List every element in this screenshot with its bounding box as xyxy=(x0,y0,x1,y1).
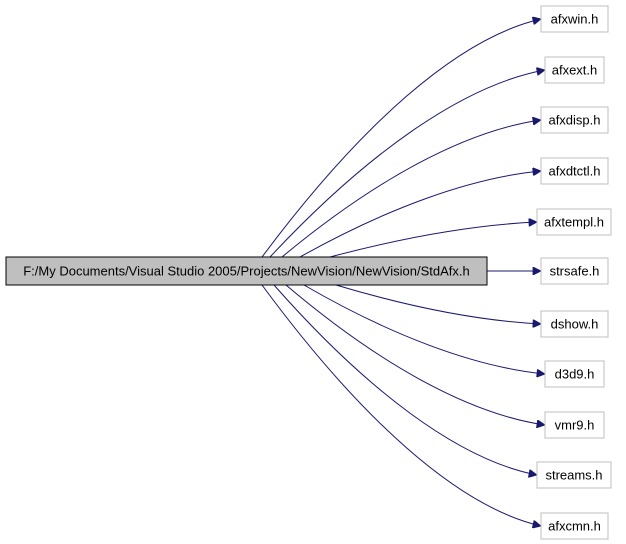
header-node-d3d9-h[interactable]: d3d9.h xyxy=(544,360,605,388)
header-node-box xyxy=(540,257,609,285)
header-node-box xyxy=(536,208,612,236)
include-edge-afxcmn-h xyxy=(261,284,541,526)
header-node-afxtempl-h[interactable]: afxtempl.h xyxy=(536,208,612,236)
header-node-label: afxdisp.h xyxy=(548,113,600,128)
source-file-node[interactable]: F:/My Documents/Visual Studio 2005/Proje… xyxy=(5,256,488,286)
include-edge-afxtempl-h xyxy=(329,222,537,258)
header-node-afxwin-h[interactable]: afxwin.h xyxy=(540,5,609,33)
header-node-dshow-h[interactable]: dshow.h xyxy=(540,310,609,338)
include-edges xyxy=(261,19,545,526)
header-node-box xyxy=(540,512,609,540)
header-node-afxcmn-h[interactable]: afxcmn.h xyxy=(540,512,609,540)
header-node-afxdisp-h[interactable]: afxdisp.h xyxy=(540,106,609,134)
header-node-box xyxy=(544,411,605,439)
header-node-box xyxy=(536,461,612,489)
header-node-box xyxy=(540,157,609,185)
header-node-streams-h[interactable]: streams.h xyxy=(536,461,612,489)
header-node-box xyxy=(544,360,605,388)
included-header-nodes: afxwin.h afxext.h afxdisp.h afxdtctl.h afxte… xyxy=(536,5,612,540)
header-node-box xyxy=(544,56,605,84)
header-node-box xyxy=(540,310,609,338)
include-edge-d3d9-h xyxy=(303,284,545,374)
header-node-label: afxdtctl.h xyxy=(548,164,600,179)
header-node-box xyxy=(540,5,609,33)
source-file-box xyxy=(5,256,488,286)
header-node-label: d3d9.h xyxy=(555,367,595,382)
header-node-label: afxtempl.h xyxy=(544,215,604,230)
source-file-label: F:/My Documents/Visual Studio 2005/Proje… xyxy=(23,264,470,279)
include-edge-dshow-h xyxy=(335,284,541,324)
header-node-afxext-h[interactable]: afxext.h xyxy=(544,56,605,84)
header-node-label: strsafe.h xyxy=(550,264,600,279)
header-node-label: streams.h xyxy=(545,468,602,483)
header-node-afxdtctl-h[interactable]: afxdtctl.h xyxy=(540,157,609,185)
include-edge-afxdisp-h xyxy=(281,120,541,258)
header-node-label: vmr9.h xyxy=(555,418,595,433)
include-edge-afxext-h xyxy=(269,70,545,258)
include-edge-afxdtctl-h xyxy=(299,171,541,258)
header-node-box xyxy=(540,106,609,134)
include-edge-vmr9-h xyxy=(285,284,545,425)
header-node-label: dshow.h xyxy=(551,317,599,332)
include-edge-streams-h xyxy=(273,284,537,475)
header-node-label: afxwin.h xyxy=(551,12,599,27)
include-edge-afxwin-h xyxy=(261,19,541,258)
header-node-vmr9-h[interactable]: vmr9.h xyxy=(544,411,605,439)
header-node-strsafe-h[interactable]: strsafe.h xyxy=(540,257,609,285)
header-node-label: afxext.h xyxy=(552,63,598,78)
header-node-label: afxcmn.h xyxy=(548,519,601,534)
